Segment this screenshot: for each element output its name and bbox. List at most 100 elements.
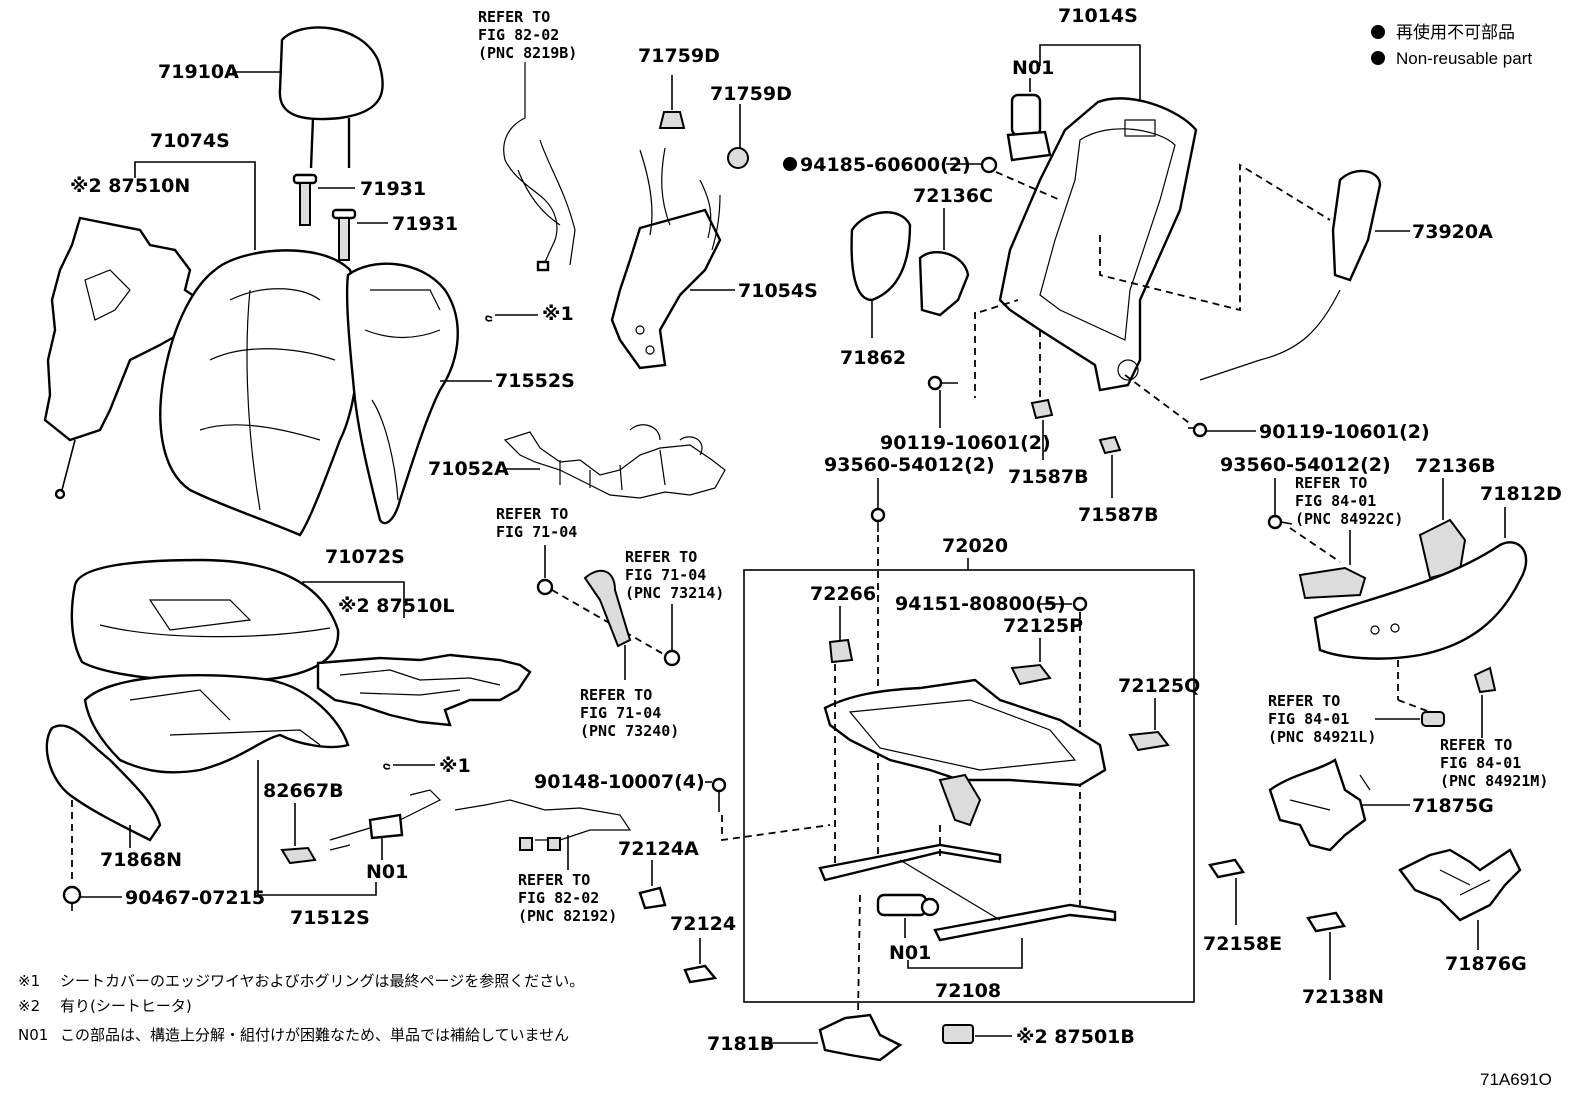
- label-bolt-90119-b: 90119-10601(2): [1259, 421, 1430, 443]
- label-shield-71812D: 71812D: [1480, 483, 1562, 505]
- label-back-pad: 71552S: [495, 370, 575, 392]
- note-mark-3: N01: [18, 1026, 48, 1044]
- cover-71876g[interactable]: [1398, 848, 1522, 922]
- seatback-frame[interactable]: [998, 97, 1198, 392]
- cushion-cover[interactable]: [70, 558, 340, 683]
- cushion-pad[interactable]: [83, 673, 350, 774]
- clip-71587b-a[interactable]: [1030, 398, 1054, 420]
- heater-controller[interactable]: [942, 1024, 974, 1044]
- label-clip-71587-a: 71587B: [1008, 466, 1089, 488]
- bracket-72124[interactable]: [683, 964, 718, 984]
- nut-94151[interactable]: [1072, 596, 1088, 612]
- seatback-spring[interactable]: [503, 424, 726, 499]
- label-nut-94151: 94151-80800(5): [895, 593, 1066, 615]
- refer-fig84-01-c-2: FIG 84-01: [1440, 754, 1521, 772]
- bolt-90148[interactable]: [711, 777, 727, 812]
- cover-71862[interactable]: [850, 211, 912, 302]
- legend-jp: 再使用不可部品: [1396, 22, 1515, 42]
- cover-72136c[interactable]: [918, 250, 970, 317]
- refer-fig82-02-bottom-1: REFER TO: [518, 871, 590, 889]
- wire-harness-cushion[interactable]: [454, 799, 632, 851]
- refer-fig71-04-b-2: FIG 71-04: [625, 566, 706, 584]
- refer-fig82-02-top-2: FIG 82-02: [478, 26, 559, 44]
- label-cover-71876G: 71876G: [1445, 953, 1527, 975]
- notes: ※1 シートカバーのエッジワイヤおよびホグリングは最終ページを参照ください。 ※…: [18, 972, 584, 1044]
- cap-71759d-1[interactable]: [658, 111, 686, 129]
- screw-93560-a[interactable]: [870, 507, 886, 532]
- note-text-2: 有り(シートヒータ): [60, 997, 192, 1015]
- clip-72158e[interactable]: [1208, 858, 1245, 879]
- headrest[interactable]: [278, 26, 384, 169]
- refer-fig71-04-a-2: FIG 71-04: [496, 523, 577, 541]
- note-text-1: シートカバーのエッジワイヤおよびホグリングは最終ページを参照ください。: [60, 972, 584, 990]
- label-bracket-72266: 72266: [810, 583, 876, 605]
- label-sensor-82667B: 82667B: [263, 780, 344, 802]
- bracket-7181b[interactable]: [818, 1013, 903, 1062]
- screw-93560-b[interactable]: [1267, 514, 1293, 530]
- label-wire-note-1: ※1: [542, 303, 574, 325]
- cover-72136b[interactable]: [1418, 518, 1467, 580]
- label-cover-72136B: 72136B: [1415, 455, 1496, 477]
- label-heater-cushion: ※2 87510L: [338, 595, 455, 617]
- headrest-support-1[interactable]: [292, 173, 318, 226]
- seat-heater-back[interactable]: [43, 216, 202, 500]
- non-reusable-bullet-icon: [1371, 25, 1385, 39]
- clip-90467[interactable]: [62, 885, 82, 911]
- refer-fig71-04-c-1: REFER TO: [580, 686, 652, 704]
- bolt-90119-a[interactable]: [927, 375, 958, 391]
- lumbar-support[interactable]: [610, 147, 722, 370]
- bolt-90119-b[interactable]: [1188, 422, 1208, 438]
- clip-71587b-b[interactable]: [1098, 435, 1122, 455]
- non-reusable-bullet-icon: [1371, 51, 1385, 65]
- label-track-asm: 72020: [942, 535, 1008, 557]
- cap-71759d-2[interactable]: [727, 147, 749, 169]
- diagram-code: 71A691O: [1480, 1070, 1552, 1089]
- refer-fig84-01-c-3: (PNC 84921M): [1440, 772, 1548, 790]
- seatback-pad[interactable]: [345, 262, 459, 525]
- refer-fig82-02-top-3: (PNC 8219B): [478, 44, 577, 62]
- note-mark-1: ※1: [18, 972, 40, 990]
- label-support-2: 71931: [392, 213, 458, 235]
- recliner-cap[interactable]: [536, 578, 554, 596]
- bracket-72124a[interactable]: [638, 886, 667, 910]
- bracket-72266[interactable]: [828, 638, 854, 664]
- switch-84922c[interactable]: [1298, 566, 1367, 600]
- label-heater-back: ※2 87510N: [70, 175, 190, 197]
- headrest-support-2[interactable]: [331, 208, 357, 261]
- label-wire-note-2: ※1: [439, 755, 471, 777]
- label-cover-72136C: 72136C: [913, 185, 993, 207]
- legend-en: Non-reusable part: [1396, 49, 1532, 68]
- cushion-shield[interactable]: [45, 724, 162, 842]
- seat-heater-cushion[interactable]: [316, 653, 532, 727]
- clip-72138n[interactable]: [1306, 911, 1346, 933]
- occupant-sensor[interactable]: [280, 846, 317, 865]
- side-airbag[interactable]: [1199, 169, 1382, 381]
- link-72125p[interactable]: [1010, 663, 1052, 686]
- seat-rail-assembly[interactable]: [818, 843, 1117, 942]
- recliner-motor-top[interactable]: [1006, 93, 1052, 162]
- label-heater-87501B: ※2 87501B: [1016, 1026, 1135, 1048]
- wire-harness-top[interactable]: [503, 62, 576, 272]
- refer-fig84-01-b-3: (PNC 84921L): [1268, 728, 1376, 746]
- link-72125q[interactable]: [1128, 730, 1170, 752]
- refer-fig82-02-top-1: REFER TO: [478, 8, 550, 26]
- label-track-72108: 72108: [935, 980, 1001, 1002]
- label-cap-71759-2: 71759D: [710, 83, 792, 105]
- cover-71875g[interactable]: [1268, 758, 1371, 852]
- label-link-72125P: 72125P: [1003, 615, 1083, 637]
- slide-motor[interactable]: [876, 893, 940, 917]
- shield-71812d[interactable]: [1313, 541, 1528, 660]
- recliner-handle[interactable]: [583, 569, 632, 648]
- knob-84921m[interactable]: [1473, 666, 1497, 694]
- cushion-sensor-mat[interactable]: [329, 789, 442, 851]
- label-cover-71875G: 71875G: [1412, 795, 1494, 817]
- seatback-cover[interactable]: [159, 249, 360, 537]
- refer-fig84-01-a-2: FIG 84-01: [1295, 492, 1376, 510]
- seat-frame[interactable]: [823, 678, 1107, 827]
- recliner-washer[interactable]: [663, 649, 681, 667]
- nut-94185[interactable]: [980, 156, 998, 174]
- knob-84921l[interactable]: [1421, 711, 1445, 727]
- label-n01-bottom: N01: [889, 942, 931, 964]
- label-clip-72158E: 72158E: [1203, 933, 1282, 955]
- label-clip-72138N: 72138N: [1302, 986, 1384, 1008]
